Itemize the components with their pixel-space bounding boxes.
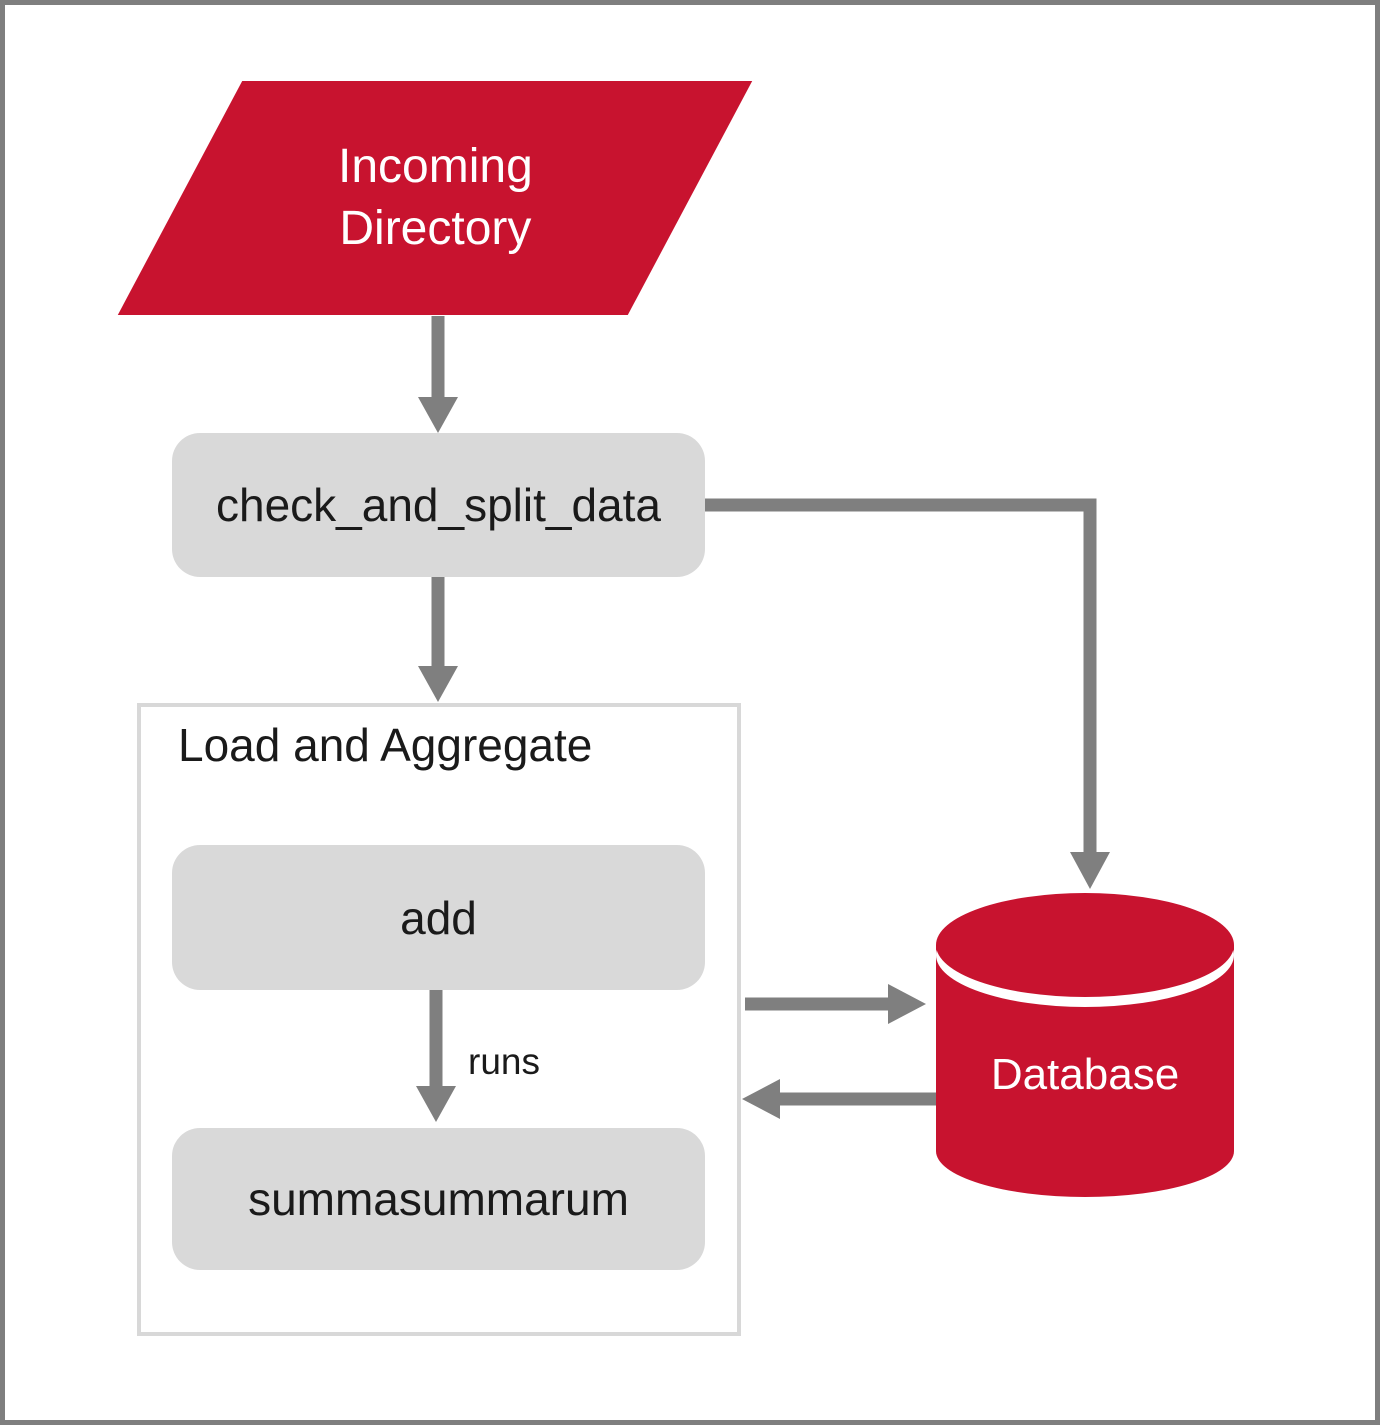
group-load-and-aggregate: Load and Aggregate add summasummarum: [137, 703, 741, 1336]
arrow-incoming-to-check: [418, 316, 458, 433]
node-incoming-directory: Incoming Directory: [117, 81, 753, 315]
node-summasummarum: summasummarum: [172, 1128, 705, 1270]
arrow-check-to-group: [418, 577, 458, 702]
node-database: Database: [936, 893, 1234, 1197]
add-label: add: [400, 891, 477, 944]
arrow-database-to-group: [742, 1079, 938, 1119]
node-add: add: [172, 845, 705, 990]
summasummarum-label: summasummarum: [248, 1173, 629, 1225]
check-and-split-data-label: check_and_split_data: [216, 479, 661, 531]
arrow-check-to-database: [703, 498, 1110, 889]
arrow-group-to-database: [745, 984, 926, 1024]
database-cylinder-top: [936, 893, 1234, 997]
incoming-directory-label: Incoming Directory: [337, 140, 533, 255]
group-title: Load and Aggregate: [178, 719, 593, 771]
database-label: Database: [990, 1050, 1180, 1099]
edge-label-runs: runs: [468, 1041, 540, 1082]
node-check-and-split-data: check_and_split_data: [172, 433, 705, 577]
